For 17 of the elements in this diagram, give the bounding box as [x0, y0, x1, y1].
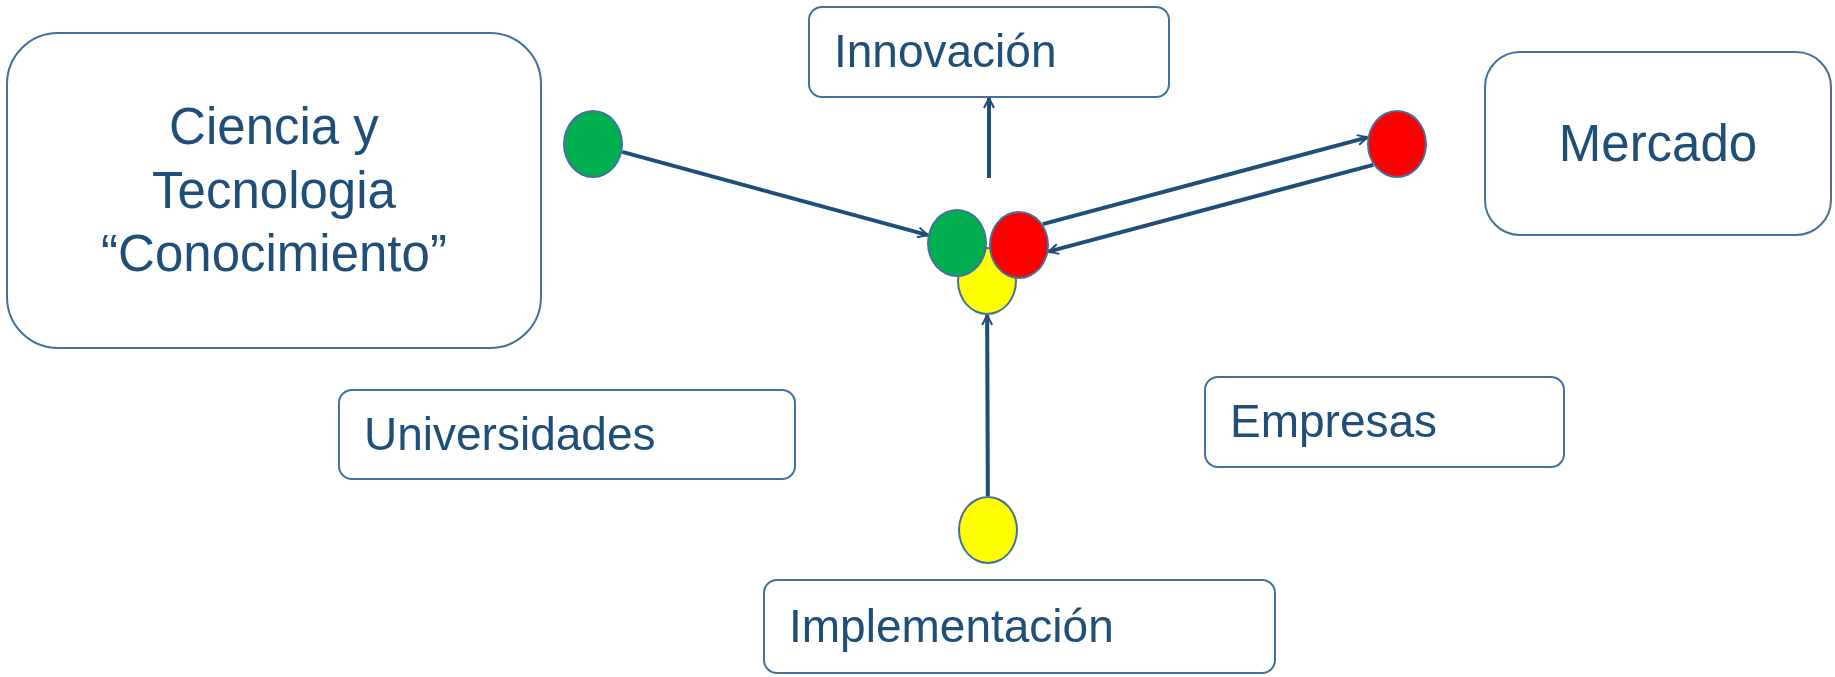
rounded-box [808, 6, 1170, 98]
arrow [983, 97, 995, 178]
rounded-box [1484, 51, 1832, 236]
rounded-box [338, 389, 796, 480]
box-label: Innovación [834, 24, 1057, 80]
box-label: Ciencia y Tecnologia “Conocimiento” [100, 96, 448, 285]
arrow [1047, 162, 1374, 255]
arrow [621, 150, 929, 239]
arrow [1042, 134, 1369, 227]
box-label: Implementación [789, 598, 1114, 654]
arrow [981, 314, 994, 496]
box-label: Empresas [1230, 394, 1438, 450]
box-label: Universidades [364, 406, 656, 462]
box-label: Mercado [1558, 113, 1758, 174]
rounded-box [1204, 376, 1565, 468]
rounded-box [763, 579, 1276, 674]
rounded-box [6, 32, 542, 349]
